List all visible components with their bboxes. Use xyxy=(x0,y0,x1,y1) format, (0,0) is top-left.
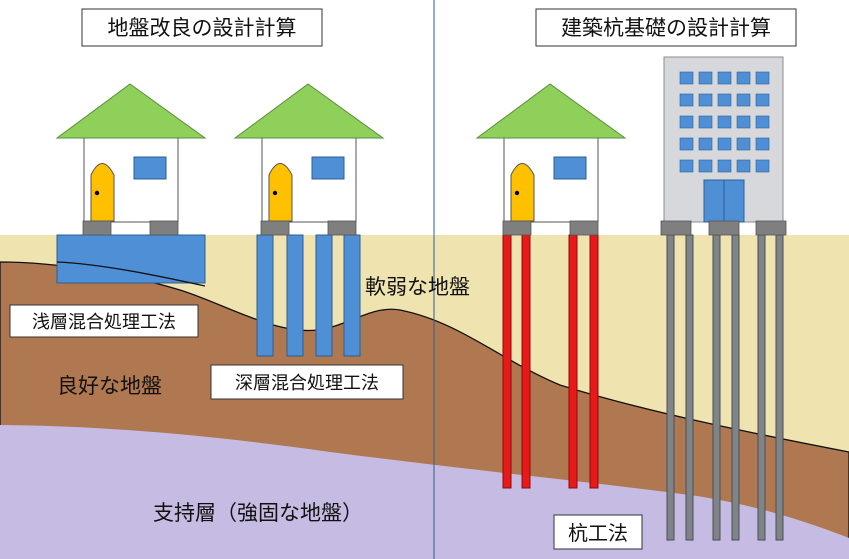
shallow-improvement-block xyxy=(56,234,206,284)
footing xyxy=(755,220,787,236)
good-ground-label: 良好な地盤 xyxy=(57,374,162,398)
building-window xyxy=(717,115,732,129)
door-knob xyxy=(514,190,520,196)
building-window xyxy=(679,115,694,129)
building-window xyxy=(698,93,713,107)
building-window xyxy=(736,71,751,85)
building-window xyxy=(736,93,751,107)
building-window xyxy=(698,159,713,173)
red-pile xyxy=(502,234,512,489)
building-window xyxy=(698,137,713,151)
footing xyxy=(660,220,692,236)
footing xyxy=(708,220,740,236)
window xyxy=(553,156,587,180)
window xyxy=(133,156,167,180)
deep-column xyxy=(286,234,304,357)
building-window xyxy=(736,159,751,173)
grey-pile xyxy=(685,234,694,541)
red-pile xyxy=(589,234,599,489)
red-pile xyxy=(568,234,578,489)
title-box-left: 地盤改良の設計計算 xyxy=(81,8,323,47)
building-window xyxy=(736,137,751,151)
roof xyxy=(233,83,385,139)
grey-pile xyxy=(731,234,740,541)
door-knob xyxy=(94,190,100,196)
footing xyxy=(569,220,599,236)
shallow-mixing-label: 浅層混合処理工法 xyxy=(32,312,176,333)
footing xyxy=(502,220,532,236)
building-window xyxy=(755,71,770,85)
building-window xyxy=(736,115,751,129)
soft-ground-label: 軟弱な地盤 xyxy=(365,275,470,299)
deep-column xyxy=(343,234,361,357)
tall-building xyxy=(660,56,787,236)
building-window xyxy=(698,115,713,129)
footing xyxy=(149,220,179,236)
roof xyxy=(55,83,207,139)
footing xyxy=(260,220,290,236)
door xyxy=(268,163,293,222)
red-pile xyxy=(521,234,531,489)
grey-pile xyxy=(775,234,784,541)
title-right: 建築杭基礎の設計計算 xyxy=(561,16,771,40)
building-window xyxy=(755,159,770,173)
building-window xyxy=(679,93,694,107)
building-window xyxy=(755,115,770,129)
title-box-right: 建築杭基礎の設計計算 xyxy=(535,8,797,47)
ground-boundary-over-block xyxy=(56,261,206,287)
door xyxy=(510,163,535,222)
house-3 xyxy=(475,83,627,236)
bearing-layer-label: 支持層（強固な地盤） xyxy=(153,501,363,525)
footing xyxy=(327,220,357,236)
pile-method-label-box: 杭工法 xyxy=(553,514,643,550)
building-window xyxy=(717,159,732,173)
deep-mixing-label: 深層混合処理工法 xyxy=(235,373,379,394)
pile-method-label: 杭工法 xyxy=(568,521,628,545)
building-window xyxy=(698,71,713,85)
building-window xyxy=(755,137,770,151)
building-window xyxy=(717,71,732,85)
building-window xyxy=(755,93,770,107)
house-2 xyxy=(233,83,385,236)
roof xyxy=(475,83,627,139)
door-knob xyxy=(272,190,278,196)
grey-pile xyxy=(666,234,675,541)
building-window xyxy=(679,137,694,151)
window xyxy=(311,156,345,180)
building-windows xyxy=(679,71,770,173)
deep-mixing-label-box: 深層混合処理工法 xyxy=(210,364,404,400)
building-window xyxy=(679,159,694,173)
grey-pile xyxy=(757,234,766,541)
deep-column xyxy=(256,234,274,357)
shallow-mixing-label-box: 浅層混合処理工法 xyxy=(9,304,199,338)
door xyxy=(90,163,115,222)
footing xyxy=(82,220,112,236)
house-1 xyxy=(55,83,207,236)
building-window xyxy=(679,71,694,85)
title-left: 地盤改良の設計計算 xyxy=(108,16,297,40)
building-window xyxy=(717,137,732,151)
grey-pile xyxy=(712,234,721,541)
deep-column xyxy=(315,234,333,357)
building-window xyxy=(717,93,732,107)
